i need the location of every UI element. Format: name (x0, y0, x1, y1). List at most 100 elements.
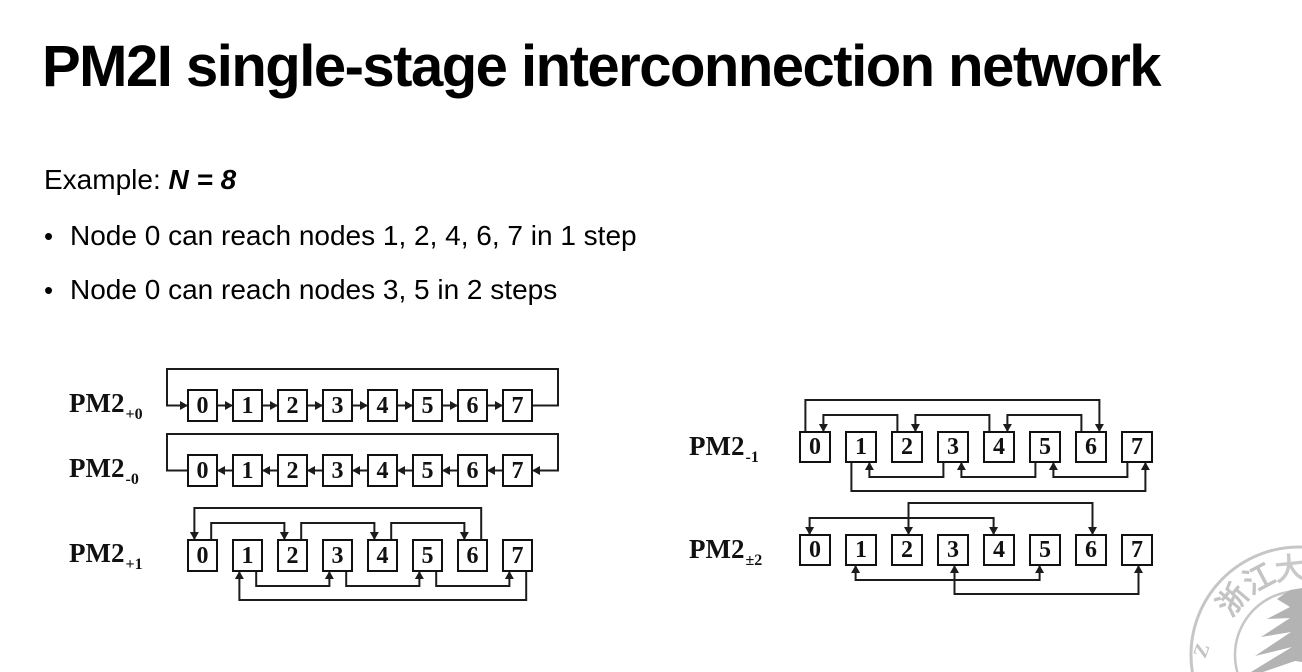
node-box (232, 454, 263, 487)
arrowhead (1035, 565, 1045, 573)
node-box (983, 534, 1015, 566)
arrowhead (442, 466, 450, 475)
arrowhead (217, 466, 225, 475)
example-label: Example: (44, 164, 169, 195)
node-label: 0 (809, 537, 821, 563)
node-box (322, 389, 353, 422)
arrowhead (189, 532, 199, 540)
node-label: 2 (287, 543, 299, 569)
node-box (187, 539, 218, 572)
node-label: 1 (855, 434, 867, 460)
node-label: 5 (422, 393, 434, 419)
node-box (1029, 431, 1061, 463)
node-box (322, 539, 353, 572)
node-box (1075, 534, 1107, 566)
node-box (277, 454, 308, 487)
node-box (1075, 431, 1107, 463)
node-box (367, 539, 398, 572)
node-label: 7 (512, 543, 524, 569)
diagram-label: PM2+1 (69, 538, 143, 573)
node-box (937, 534, 969, 566)
arrowhead (487, 466, 495, 475)
node-box (845, 431, 877, 463)
arrowhead (1088, 527, 1097, 535)
arrowhead (324, 571, 334, 579)
arrowhead (315, 401, 323, 410)
node-box (187, 389, 218, 422)
bullet-text-1: Node 0 can reach nodes 1, 2, 4, 6, 7 in … (70, 220, 637, 251)
node-label: 5 (1039, 434, 1051, 460)
node-box (367, 389, 398, 422)
node-box (891, 534, 923, 566)
diagram-label: PM2+0 (69, 388, 143, 423)
diagram-label: PM2±2 (689, 534, 762, 569)
arrowhead (459, 532, 469, 540)
arrowhead (818, 424, 828, 432)
node-box (845, 534, 877, 566)
node-box (983, 431, 1015, 463)
watermark-char-3: 大 (1273, 552, 1302, 588)
node-label: 0 (809, 434, 821, 460)
arrowhead (397, 466, 405, 475)
node-label: 3 (332, 393, 344, 419)
arrowhead (532, 466, 540, 475)
node-label: 0 (197, 543, 209, 569)
arrowhead (495, 401, 503, 410)
bullet-dot: • (44, 275, 54, 305)
watermark-latin-char: Z (1189, 641, 1214, 661)
arrowhead (405, 401, 413, 410)
node-box (502, 389, 533, 422)
node-label: 5 (422, 543, 434, 569)
arrowhead (180, 401, 188, 410)
node-label: 4 (377, 543, 389, 569)
node-label: 3 (332, 543, 344, 569)
arrowhead (1140, 462, 1150, 470)
arrowhead (279, 532, 289, 540)
node-label: 3 (332, 458, 344, 484)
node-box (367, 454, 398, 487)
arrowhead (262, 466, 270, 475)
page-title: PM2I single-stage interconnection networ… (42, 34, 1162, 99)
node-label: 6 (1085, 434, 1097, 460)
bullet-item-1: •Node 0 can reach nodes 1, 2, 4, 6, 7 in… (44, 219, 637, 253)
node-box (1029, 534, 1061, 566)
node-label: 1 (242, 458, 254, 484)
node-box (1121, 534, 1153, 566)
arrowhead (1094, 424, 1104, 432)
node-label: 2 (901, 434, 913, 460)
node-box (457, 454, 488, 487)
node-box (457, 539, 488, 572)
node-box (799, 431, 831, 463)
arrowhead (270, 401, 278, 410)
arrowhead (989, 527, 999, 535)
arrowhead (369, 532, 379, 540)
arrowhead (805, 527, 815, 535)
node-box (502, 454, 533, 487)
node-box (412, 454, 443, 487)
arrowhead (956, 462, 966, 470)
node-label: 3 (947, 434, 959, 460)
watermark-inner-ring (1233, 589, 1302, 672)
node-label: 4 (377, 393, 389, 419)
arrowhead (864, 462, 874, 470)
arrowhead (352, 466, 360, 475)
node-box (232, 539, 263, 572)
node-label: 5 (1039, 537, 1051, 563)
arrowhead (851, 565, 861, 573)
arrowhead (307, 466, 315, 475)
node-box (322, 454, 353, 487)
node-label: 1 (242, 543, 254, 569)
node-label: 6 (467, 458, 479, 484)
node-box (232, 389, 263, 422)
arrowhead (1002, 424, 1012, 432)
node-label: 0 (197, 393, 209, 419)
node-label: 3 (947, 537, 959, 563)
arrowhead (360, 401, 368, 410)
arrowhead (904, 527, 913, 535)
node-label: 6 (1085, 537, 1097, 563)
node-label: 6 (467, 393, 479, 419)
